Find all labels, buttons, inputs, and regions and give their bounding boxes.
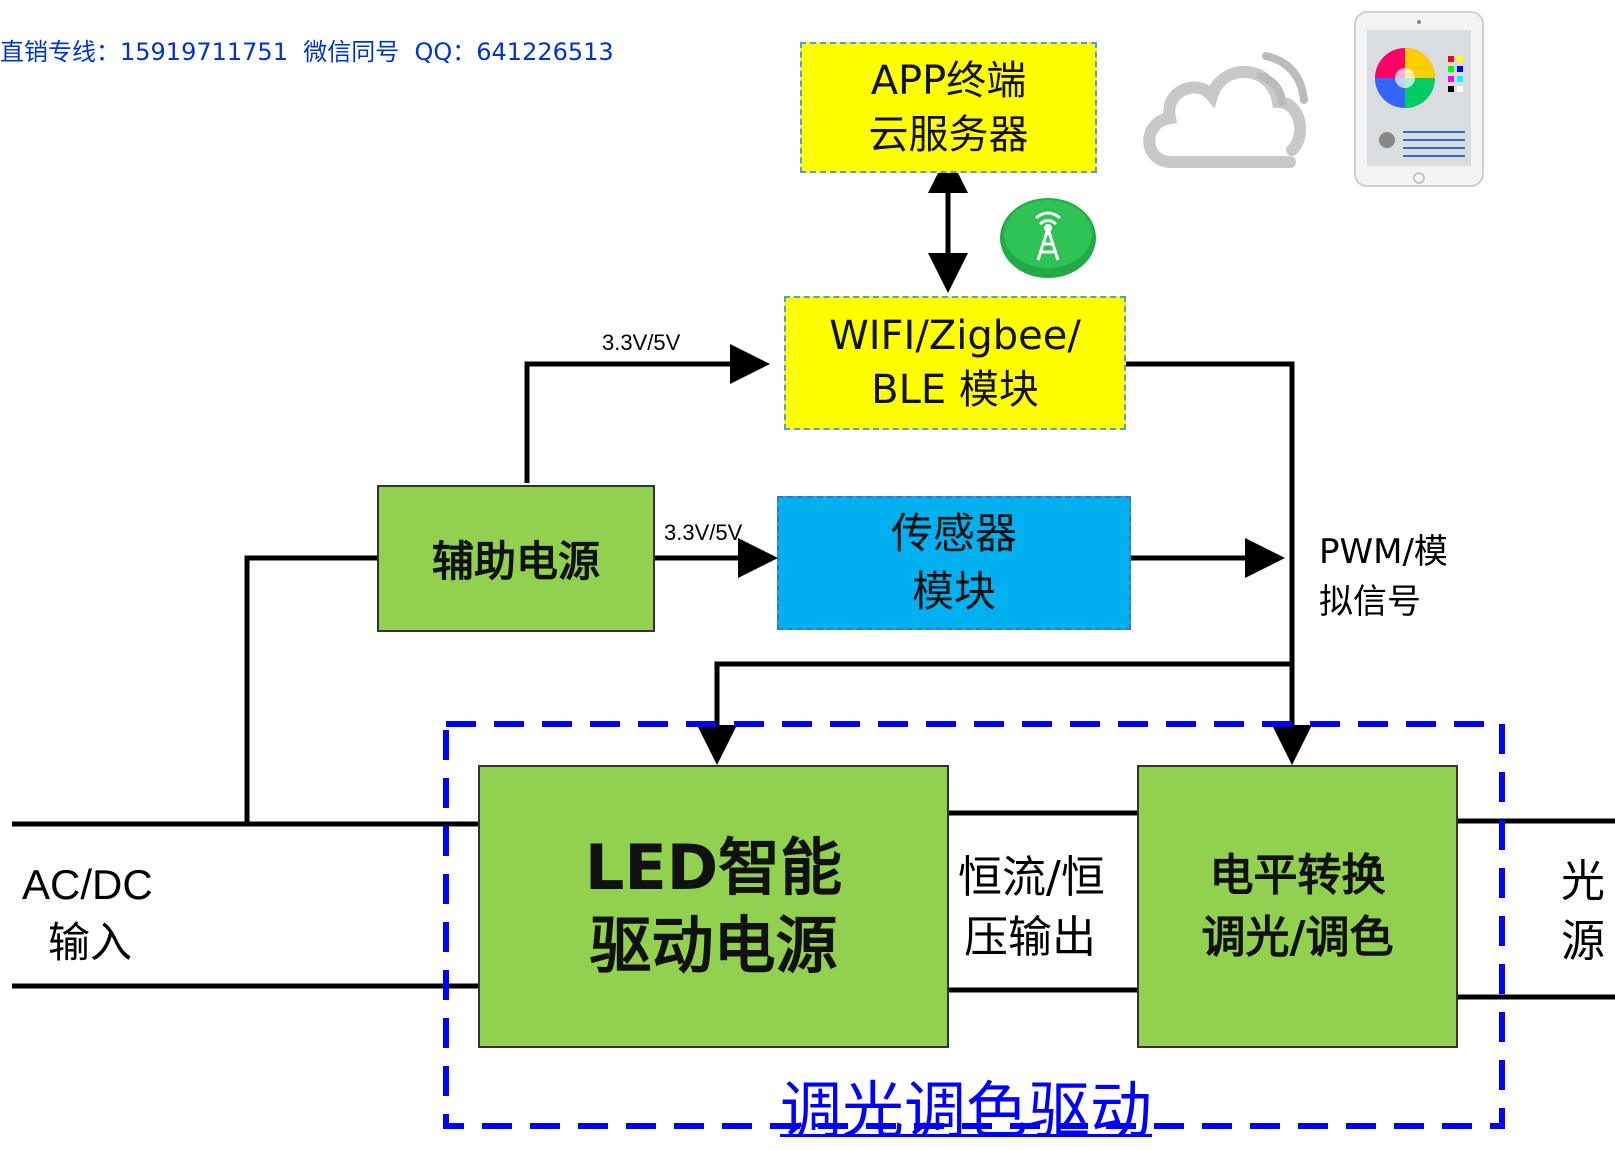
- ble-module-label: BLE 模块: [871, 367, 1039, 413]
- level-converter-box: 电平转换 调光/调色: [1137, 765, 1458, 1048]
- cc-cv-line2: 压输出: [964, 912, 1096, 963]
- pwm-label-line1: PWM/模: [1319, 532, 1448, 572]
- pwm-label-line2: 拟信号: [1319, 582, 1421, 622]
- light-line2: 源: [1561, 916, 1605, 967]
- contact-line: 直销专线：15919711751 微信同号 QQ：641226513: [0, 38, 614, 66]
- led-smart-label: LED智能: [584, 830, 843, 904]
- aux-power-box: 辅助电源: [377, 485, 655, 632]
- antenna-tower-icon: [1000, 198, 1096, 278]
- wireless-module-box: WIFI/Zigbee/ BLE 模块: [784, 296, 1126, 430]
- app-cloud-box: APP终端 云服务器: [800, 42, 1097, 173]
- wireless-protocols-label: WIFI/Zigbee/: [829, 313, 1081, 359]
- ac-dc-input-label: AC/DC 输入: [22, 856, 153, 972]
- led-driver-box: LED智能 驱动电源: [478, 765, 949, 1048]
- pwm-signal-label: PWM/模 拟信号: [1319, 527, 1448, 627]
- cc-cv-output-label: 恒流/恒 压输出: [958, 848, 1105, 968]
- aux-power-label: 辅助电源: [431, 537, 600, 586]
- sensor-label: 传感器: [890, 509, 1017, 558]
- level-convert-label: 电平转换: [1209, 849, 1386, 901]
- ac-dc-line1: AC/DC: [22, 861, 153, 908]
- light-source-label: 光 源: [1561, 852, 1605, 972]
- sensor-module-box: 传感器 模块: [777, 496, 1131, 630]
- sensor-module-label: 模块: [911, 567, 996, 616]
- voltage-sensor-label: 3.3V/5V: [664, 520, 743, 545]
- tablet-icon: [1354, 11, 1484, 187]
- group-border: [443, 721, 1505, 1129]
- group-label: 调光调色驱动: [780, 1074, 1153, 1147]
- wifi-signal-icon: [1256, 52, 1308, 106]
- cloud-server-label: 云服务器: [868, 111, 1029, 158]
- cc-cv-line1: 恒流/恒: [958, 852, 1105, 903]
- driver-power-label: 驱动电源: [589, 908, 838, 982]
- dim-color-label: 调光/调色: [1201, 911, 1394, 963]
- ac-dc-line2: 输入: [48, 918, 133, 967]
- light-line1: 光: [1561, 856, 1605, 907]
- app-terminal-label: APP终端: [870, 57, 1027, 104]
- voltage-wifi-label: 3.3V/5V: [602, 330, 681, 355]
- cloud-icon: [1143, 52, 1308, 168]
